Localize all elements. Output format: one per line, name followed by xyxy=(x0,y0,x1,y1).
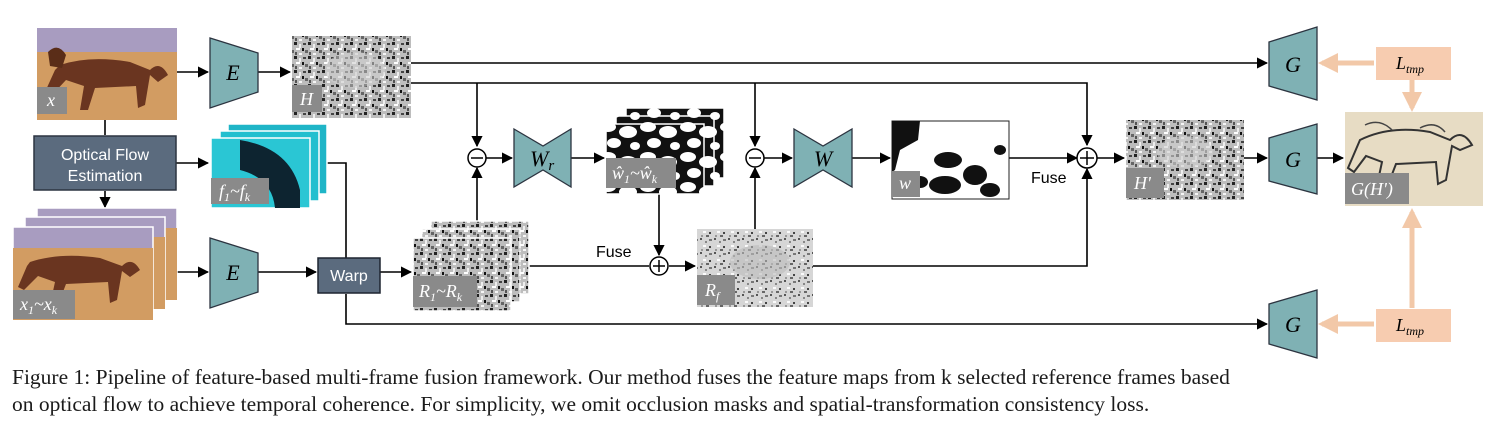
encoder-bottom: E xyxy=(209,237,259,309)
G-mid-label: G xyxy=(1285,147,1301,172)
label-H: H xyxy=(299,89,314,109)
fuse-label-1: Fuse xyxy=(596,244,632,261)
label-R: R1~Rk xyxy=(418,281,463,304)
feature-map-H: H xyxy=(292,36,411,118)
label-x-refs: x1~xk xyxy=(19,294,58,317)
Wr-label: Wr xyxy=(530,146,554,174)
weight-map-w: w xyxy=(891,120,1010,200)
label-H-prime: H' xyxy=(1133,173,1152,193)
flow-stack: f1~fk xyxy=(210,123,328,209)
subtract-op-2 xyxy=(745,148,765,168)
label-G-H-prime: G(H') xyxy=(1351,179,1393,200)
line-f-to-warp xyxy=(325,162,347,258)
fused-reference-Rf: Rf xyxy=(697,229,813,307)
label-Rf: Rf xyxy=(704,280,721,303)
fused-feature-H-prime: H' xyxy=(1126,120,1244,200)
encoder-bottom-label: E xyxy=(225,260,240,285)
Ltmp-bottom-label: Ltmp xyxy=(1395,315,1424,338)
encoder-top-label: E xyxy=(225,60,240,85)
weight-masks-what: ŵ1~ŵk xyxy=(605,107,725,195)
network-Wr: Wr xyxy=(513,127,572,189)
line-warp-to-bottomG xyxy=(345,294,1269,330)
line-H-to-branches xyxy=(411,82,1093,147)
optical-flow-label: Optical Flow xyxy=(61,147,149,164)
output-image: G(H') xyxy=(1345,112,1483,206)
label-what: ŵ1~ŵk xyxy=(612,163,658,186)
warped-features-R: R1~Rk xyxy=(412,220,530,312)
connectors xyxy=(99,57,1345,330)
figure-caption: Figure 1: Pipeline of feature-based mult… xyxy=(12,364,1490,418)
label-w: w xyxy=(899,173,911,193)
subtract-op-1 xyxy=(467,148,487,168)
caption-line-2: on optical flow to achieve temporal cohe… xyxy=(12,392,1150,416)
generator-top: G xyxy=(1268,26,1318,101)
encoder-top: E xyxy=(209,37,259,109)
fuse-op-1 xyxy=(649,256,669,276)
fuse-op-2 xyxy=(1076,147,1098,169)
optical-flow-box: Optical Flow Estimation xyxy=(33,135,177,191)
label-x: x xyxy=(46,90,55,110)
label-flows: f1~fk xyxy=(219,181,251,204)
G-bottom-label: G xyxy=(1285,312,1301,337)
reference-frames: x1~xk xyxy=(12,207,178,321)
W-label: W xyxy=(814,146,834,171)
fuse-label-2: Fuse xyxy=(1031,170,1067,187)
pipeline-diagram: x Optical Flow Estimation f1~fk x1~xk E … xyxy=(12,26,1483,359)
loss-connectors xyxy=(1318,53,1422,334)
loss-box-top: Ltmp xyxy=(1376,47,1451,80)
loss-box-bottom: Ltmp xyxy=(1376,309,1451,342)
Ltmp-top-label: Ltmp xyxy=(1395,53,1424,76)
network-W: W xyxy=(793,127,853,189)
generator-bottom: G xyxy=(1268,289,1318,359)
estimation-label: Estimation xyxy=(68,168,143,185)
caption-line-1: Figure 1: Pipeline of feature-based mult… xyxy=(12,365,1230,389)
warp-label: Warp xyxy=(330,268,368,285)
line-Rf-to-fuse xyxy=(812,167,1093,267)
G-top-label: G xyxy=(1285,52,1301,77)
input-frame-x: x xyxy=(37,28,177,120)
warp-box: Warp xyxy=(317,257,381,294)
generator-mid: G xyxy=(1268,123,1318,195)
